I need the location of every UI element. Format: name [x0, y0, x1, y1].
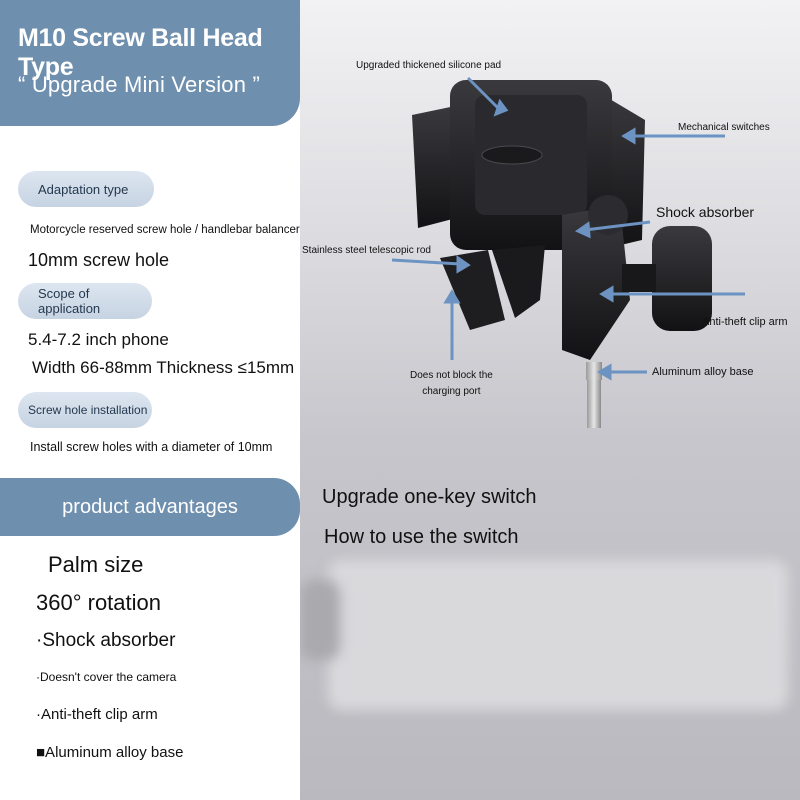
clip-knob	[652, 226, 712, 331]
product-subtitle: “ Upgrade Mini Version ”	[18, 72, 261, 97]
phone-mount-illustration	[391, 76, 745, 428]
install-pill: Screw hole installation	[18, 392, 152, 428]
advantages-banner: product advantages	[0, 478, 300, 536]
callout-shock-absorber: Shock absorber	[656, 204, 755, 220]
callout-anti-theft-clip: Anti-theft clip arm	[702, 316, 788, 328]
left-panel: M10 Screw Ball Head Type “ Upgrade Mini …	[0, 0, 300, 800]
advantage-item: 360° rotation	[36, 590, 161, 615]
bottom-right-arm	[492, 245, 545, 318]
bottom-left-arm	[440, 250, 505, 330]
advantage-item: ·Anti-theft clip arm	[36, 706, 158, 723]
product-image-panel: Upgraded thickened silicone pad Mechanic…	[300, 0, 800, 800]
callout-arrows	[391, 76, 745, 381]
motorcycle-logo	[481, 145, 543, 165]
switch-heading: Upgrade one-key switch	[322, 486, 537, 508]
adaptation-line-2: 10mm screw hole	[28, 250, 170, 270]
callout-aluminum-base: Aluminum alloy base	[652, 366, 754, 378]
callout-silicone-pad: Upgraded thickened silicone pad	[356, 60, 502, 71]
callout-mechanical-switches: Mechanical switches	[678, 122, 770, 133]
callout-charging-port: Does not block the charging port	[410, 370, 493, 397]
scope-line-1: 5.4-7.2 inch phone	[28, 330, 169, 349]
adaptation-line-1: Motorcycle reserved screw hole / handleb…	[30, 224, 300, 236]
blurred-shape	[300, 580, 340, 660]
blurred-video-area	[328, 560, 788, 710]
scope-line-2: Width 66-88mm Thickness ≤15mm	[32, 358, 295, 377]
scope-pill: Scope of application	[18, 283, 152, 319]
ball-arm-shape	[562, 205, 630, 360]
adaptation-type-pill: Adaptation type	[18, 171, 154, 207]
screw-bolt	[587, 380, 601, 428]
header-banner: M10 Screw Ball Head Type “ Upgrade Mini …	[0, 0, 300, 126]
product-title: M10 Screw Ball Head Type	[18, 24, 263, 81]
screw-nut	[586, 362, 602, 380]
callout-telescopic-rod: Stainless steel telescopic rod	[302, 245, 431, 256]
advantage-item: ■Aluminum alloy base	[36, 744, 184, 761]
advantage-item: ·Shock absorber	[36, 630, 176, 651]
knob-neck	[622, 264, 656, 292]
install-line-1: Install screw holes with a diameter of 1…	[30, 440, 273, 454]
advantage-item: Palm size	[48, 552, 144, 577]
advantage-item: ·Doesn't cover the camera	[36, 670, 177, 684]
switch-subheading: How to use the switch	[324, 526, 519, 548]
